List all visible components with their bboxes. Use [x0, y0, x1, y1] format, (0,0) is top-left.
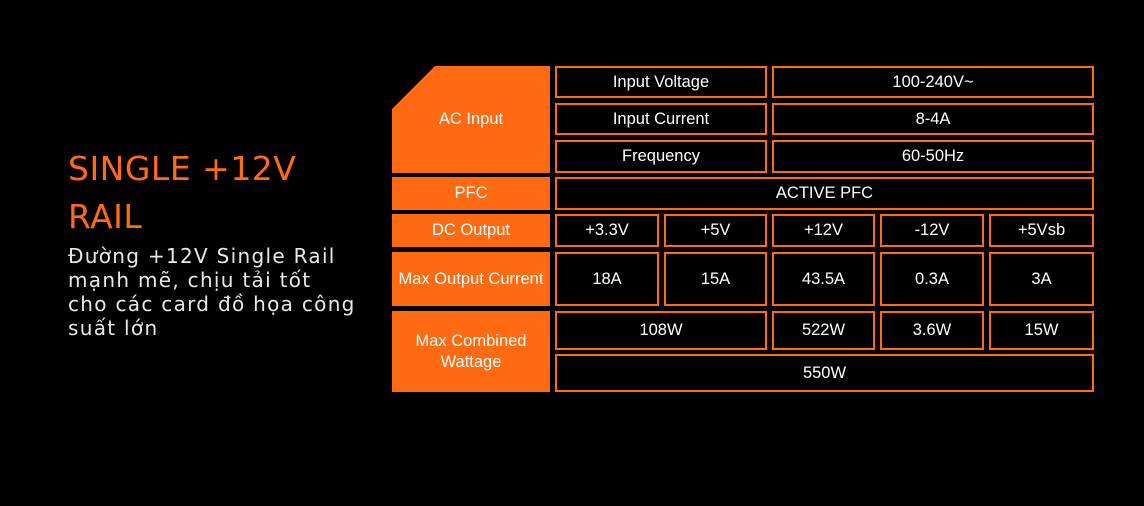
max-combined-wattage-header: Max Combined Wattage: [392, 311, 550, 392]
max-output-current-header: Max Output Current: [392, 252, 550, 306]
current-5vsb: 3A: [989, 252, 1094, 306]
ac-input-header: AC Input: [392, 66, 550, 173]
current-5v: 15A: [664, 252, 767, 306]
current-3v3: 18A: [555, 252, 659, 306]
section-heading: SINGLE +12V RAIL: [68, 149, 297, 236]
input-voltage-value: 100-240V~: [772, 66, 1094, 98]
wattage-3v3-5v: 108W: [555, 311, 767, 350]
input-current-label: Input Current: [555, 103, 767, 135]
wattage-12v: 522W: [772, 311, 875, 350]
dc-output-header: DC Output: [392, 214, 550, 247]
wattage-minus12v: 3.6W: [880, 311, 984, 350]
frequency-value: 60-50Hz: [772, 140, 1094, 173]
input-current-value: 8-4A: [772, 103, 1094, 135]
rail-minus12v: -12V: [880, 214, 984, 247]
rail-5v: +5V: [664, 214, 767, 247]
current-12v: 43.5A: [772, 252, 875, 306]
input-voltage-label: Input Voltage: [555, 66, 767, 98]
rail-12v: +12V: [772, 214, 875, 247]
rail-3v3: +3.3V: [555, 214, 659, 247]
wattage-total: 550W: [555, 354, 1094, 392]
pfc-value: ACTIVE PFC: [555, 177, 1094, 210]
frequency-label: Frequency: [555, 140, 767, 173]
wattage-5vsb: 15W: [989, 311, 1094, 350]
pfc-header: PFC: [392, 177, 550, 210]
rail-5vsb: +5Vsb: [989, 214, 1094, 247]
current-minus12v: 0.3A: [880, 252, 984, 306]
section-description: Đường +12V Single Rail mạnh mẽ, chịu tải…: [68, 244, 356, 340]
